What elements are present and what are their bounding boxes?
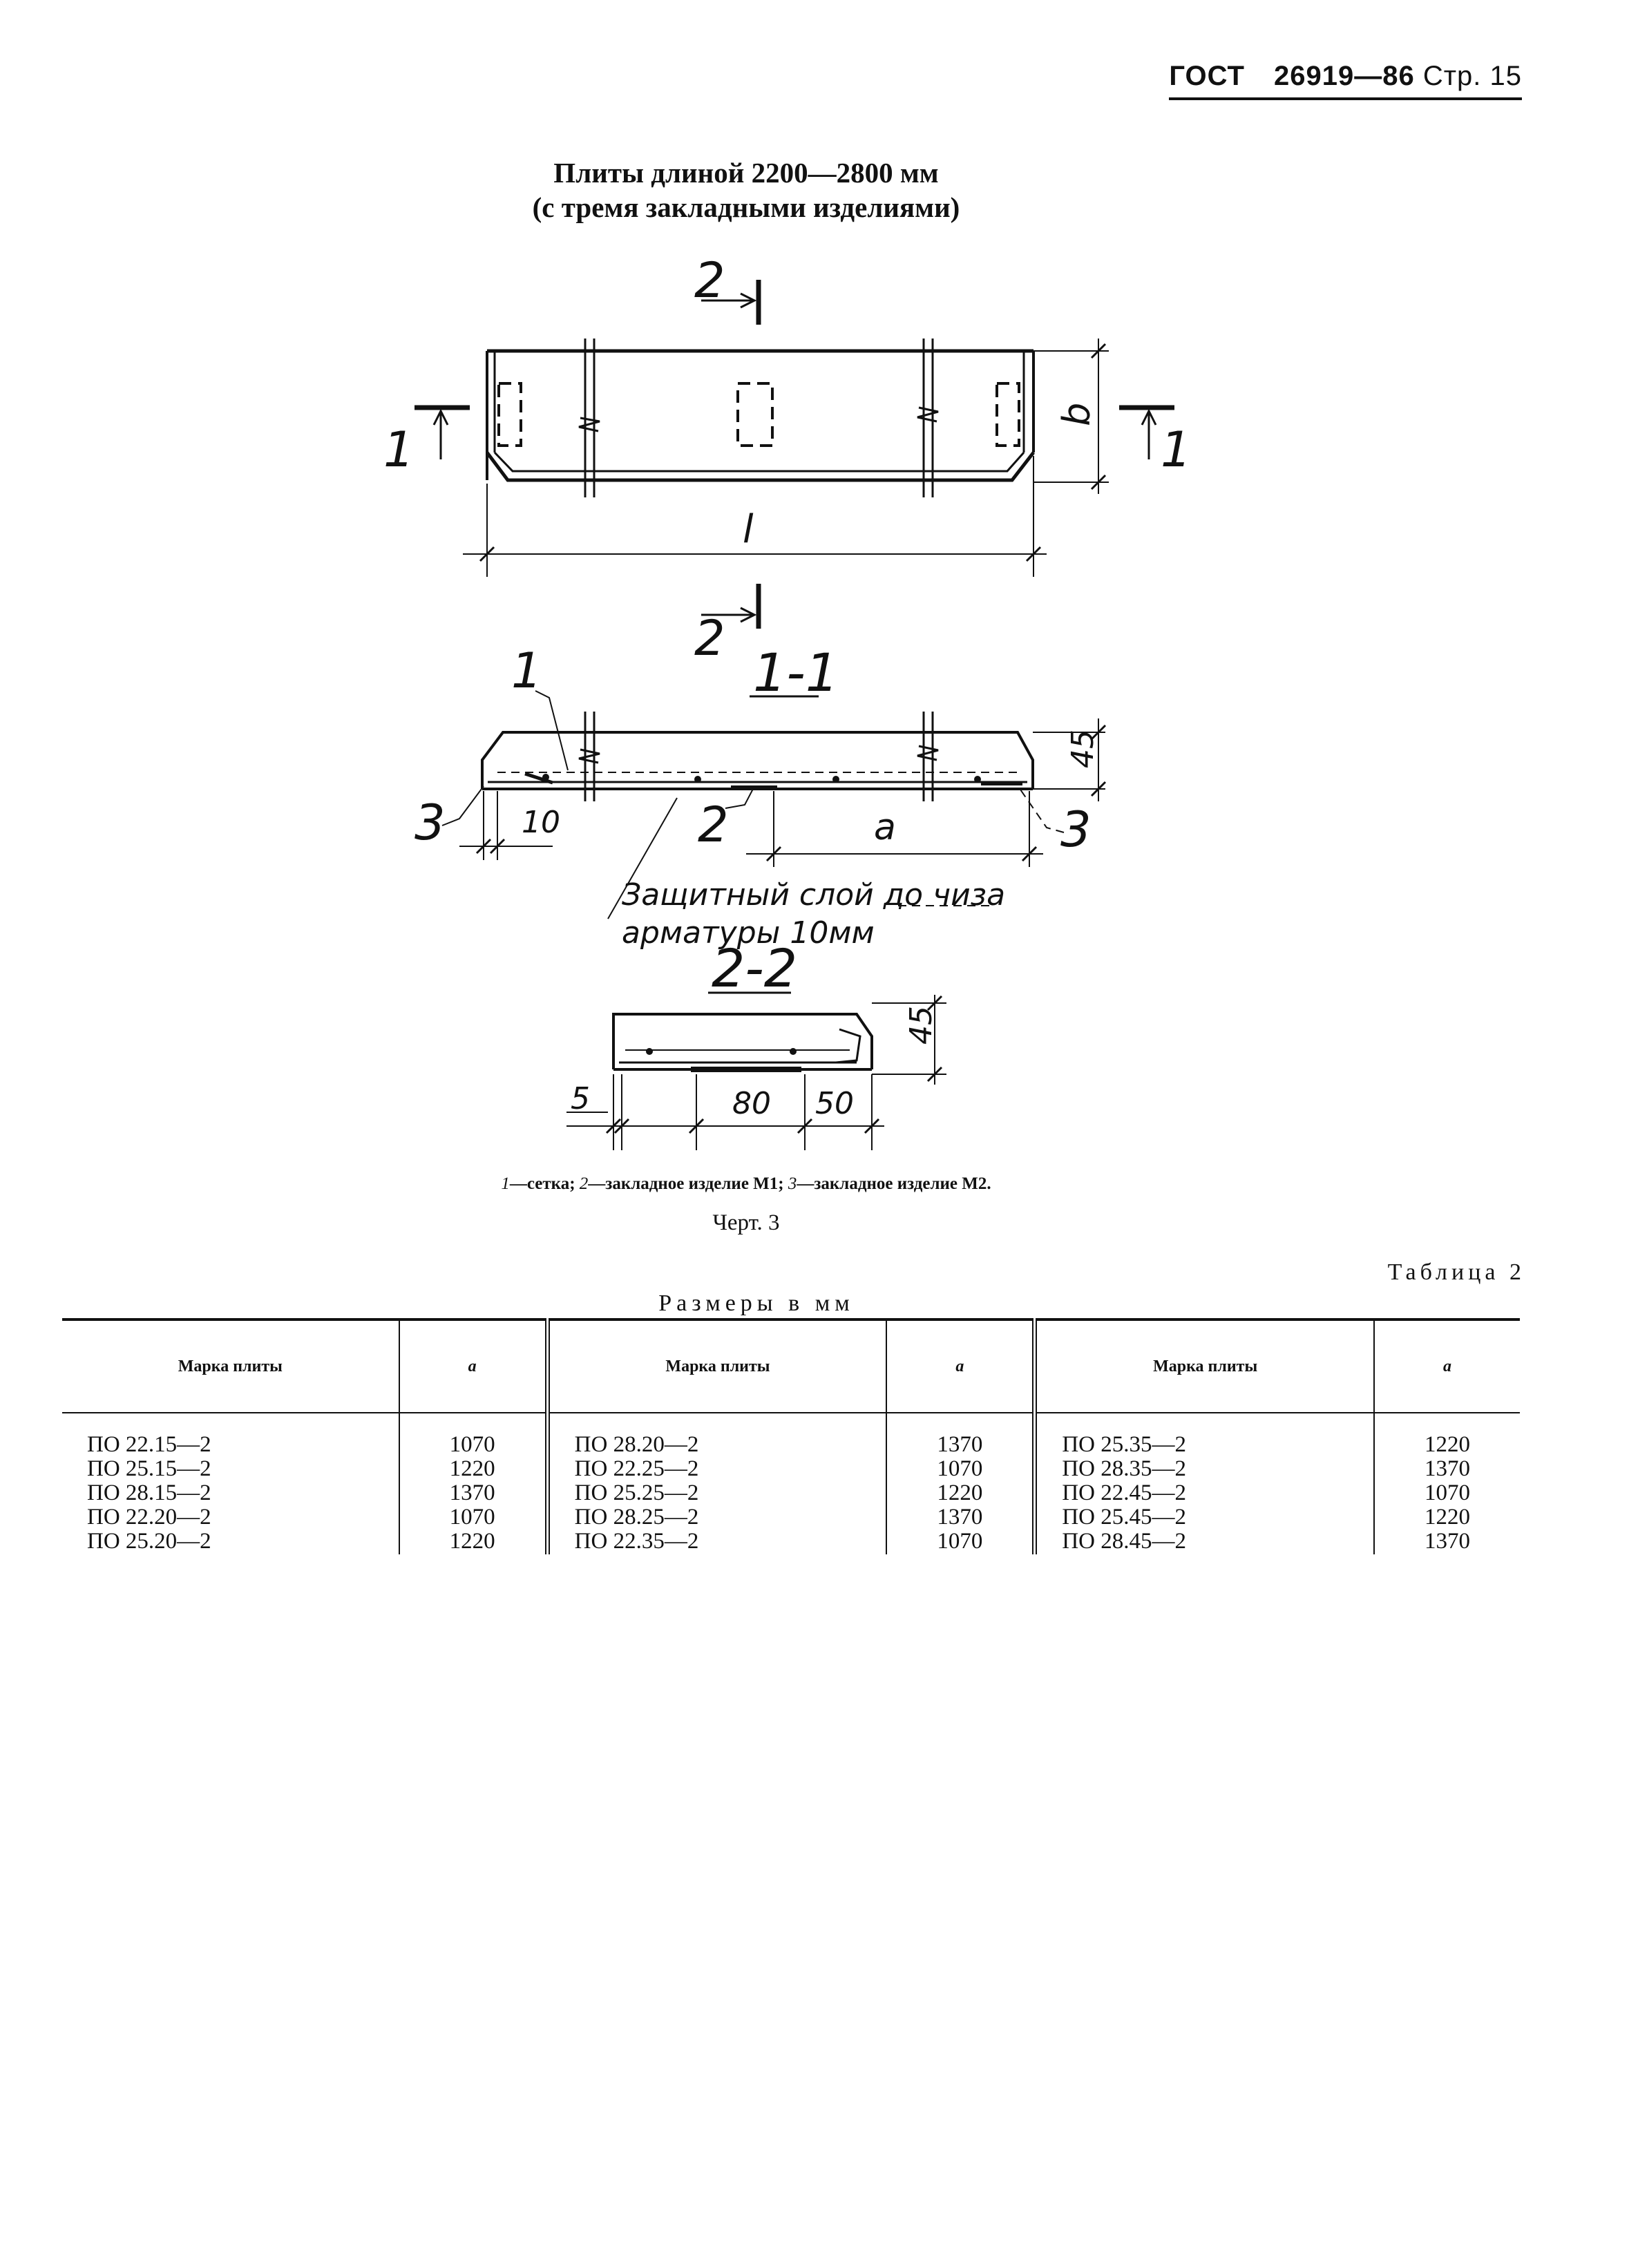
dim-5-label: 5 xyxy=(571,1081,590,1116)
a-cell: 1070 xyxy=(937,1529,983,1554)
mark-cell: ПО 28.45—2 xyxy=(1062,1529,1186,1554)
legend-number-1: 1 xyxy=(501,1174,510,1193)
header-gost: ГОСТ xyxy=(1169,61,1245,91)
header-mark-1: Марка плиты xyxy=(62,1318,399,1413)
mark-cell: ПО 25.45—2 xyxy=(1062,1505,1186,1530)
dim-50-label: 50 xyxy=(815,1086,854,1121)
mark-cell: ПО 22.25—2 xyxy=(574,1456,699,1481)
dim-45-section-2-label: 45 xyxy=(904,1006,939,1045)
legend-number-3: 3 xyxy=(788,1174,797,1193)
a-cell: 1370 xyxy=(937,1432,983,1457)
mark-cell: ПО 25.25—2 xyxy=(574,1480,699,1505)
page-header: ГОСТ 26919—86 Стр. 15 xyxy=(1169,61,1522,100)
section-2-2 xyxy=(566,995,946,1150)
legend-text-1: —сетка; xyxy=(509,1174,580,1193)
table-header-row: Марка плиты a Марка плиты a Марка плиты … xyxy=(62,1318,1520,1413)
a-column-2: 1370 1070 1220 1370 1070 xyxy=(886,1413,1038,1554)
header-mark-2: Марка плиты xyxy=(547,1318,887,1413)
callout-3-left-label: 3 xyxy=(415,794,446,851)
section-1-1 xyxy=(441,690,1107,919)
mark-cell: ПО 28.35—2 xyxy=(1062,1456,1186,1481)
a-cell: 1220 xyxy=(449,1456,495,1481)
mark-cell: ПО 25.20—2 xyxy=(87,1529,211,1554)
plan-view xyxy=(415,280,1174,629)
a-column-3: 1220 1370 1070 1220 1370 xyxy=(1373,1413,1520,1554)
a-cell: 1370 xyxy=(1424,1456,1470,1481)
a-cell: 1370 xyxy=(1424,1529,1470,1554)
legend-text-3: —закладное изделие М2. xyxy=(797,1174,991,1193)
table-units: Размеры в мм xyxy=(658,1290,855,1316)
label-section-2-top: 2 xyxy=(694,252,725,309)
a-cell: 1370 xyxy=(449,1480,495,1505)
mark-column-1: ПО 22.15—2 ПО 25.15—2 ПО 28.15—2 ПО 22.2… xyxy=(62,1413,399,1554)
note-protective-layer-line-1: Защитный слой до чиза xyxy=(622,877,1005,913)
table-row: ПО 22.15—2 ПО 25.15—2 ПО 28.15—2 ПО 22.2… xyxy=(62,1413,1520,1554)
dim-a-label: a xyxy=(874,807,896,848)
a-cell: 1370 xyxy=(937,1505,983,1530)
header-page: Стр. 15 xyxy=(1422,61,1522,91)
mark-column-2: ПО 28.20—2 ПО 22.25—2 ПО 25.25—2 ПО 28.2… xyxy=(547,1413,886,1554)
mark-cell: ПО 28.25—2 xyxy=(574,1505,699,1530)
a-cell: 1220 xyxy=(449,1529,495,1554)
mark-cell: ПО 25.35—2 xyxy=(1062,1432,1186,1457)
dim-45-label: 45 xyxy=(1065,730,1101,768)
legend-number-2: 2 xyxy=(579,1174,589,1193)
a-cell: 1070 xyxy=(449,1432,495,1457)
a-cell: 1070 xyxy=(449,1505,495,1530)
view-2-2-title: 2-2 xyxy=(712,937,797,999)
a-column-1: 1070 1220 1370 1070 1220 xyxy=(398,1413,550,1554)
note-protective-layer-line-2: арматуры 10мм xyxy=(622,915,875,951)
callout-3-right-label: 3 xyxy=(1060,801,1092,858)
label-section-2-bottom: 2 xyxy=(694,610,725,667)
label-section-1-right: 1 xyxy=(1161,421,1192,478)
dim-l-label: l xyxy=(743,507,754,552)
a-cell: 1070 xyxy=(937,1456,983,1481)
technical-drawing: 2 2 1 1 b l 1-1 1 3 2 3 45 10 a Защитный… xyxy=(383,252,1192,1150)
label-section-1-left: 1 xyxy=(383,421,415,478)
header-a-3: a xyxy=(1373,1318,1520,1413)
dim-80-label: 80 xyxy=(732,1086,771,1121)
callout-1-label: 1 xyxy=(511,642,542,699)
figure-title-line-2: (с тремя закладными изделиями) xyxy=(532,191,960,223)
callout-2-label: 2 xyxy=(698,797,729,853)
mark-cell: ПО 28.20—2 xyxy=(574,1432,699,1457)
header-mark-3: Марка плиты xyxy=(1034,1318,1374,1413)
mark-column-3: ПО 25.35—2 ПО 28.35—2 ПО 22.45—2 ПО 25.4… xyxy=(1035,1413,1374,1554)
a-cell: 1220 xyxy=(1424,1432,1470,1457)
dimensions-table: Марка плиты a Марка плиты a Марка плиты … xyxy=(62,1318,1520,1554)
mark-cell: ПО 25.15—2 xyxy=(87,1456,211,1481)
dim-b-label: b xyxy=(1055,403,1098,426)
mark-cell: ПО 28.15—2 xyxy=(87,1480,211,1505)
mark-cell: ПО 22.20—2 xyxy=(87,1505,211,1530)
header-number: 26919—86 xyxy=(1273,61,1415,91)
dim-10-label: 10 xyxy=(522,805,560,840)
mark-cell: ПО 22.45—2 xyxy=(1062,1480,1186,1505)
legend-text-2: —закладное изделие М1; xyxy=(588,1174,788,1193)
a-cell: 1220 xyxy=(1424,1505,1470,1530)
view-1-1-title: 1-1 xyxy=(753,642,839,703)
figure-legend: 1—сетка; 2—закладное изделие М1; 3—закла… xyxy=(0,1174,1492,1194)
figure-number: Черт. 3 xyxy=(712,1210,780,1235)
header-a-1: a xyxy=(398,1318,550,1413)
mark-cell: ПО 22.35—2 xyxy=(574,1529,699,1554)
figure-title-line-1: Плиты длиной 2200—2800 мм xyxy=(553,157,939,189)
mark-cell: ПО 22.15—2 xyxy=(87,1432,211,1457)
a-cell: 1220 xyxy=(937,1480,983,1505)
table-label: Таблица 2 xyxy=(1387,1259,1525,1285)
header-a-2: a xyxy=(886,1318,1038,1413)
a-cell: 1070 xyxy=(1424,1480,1470,1505)
